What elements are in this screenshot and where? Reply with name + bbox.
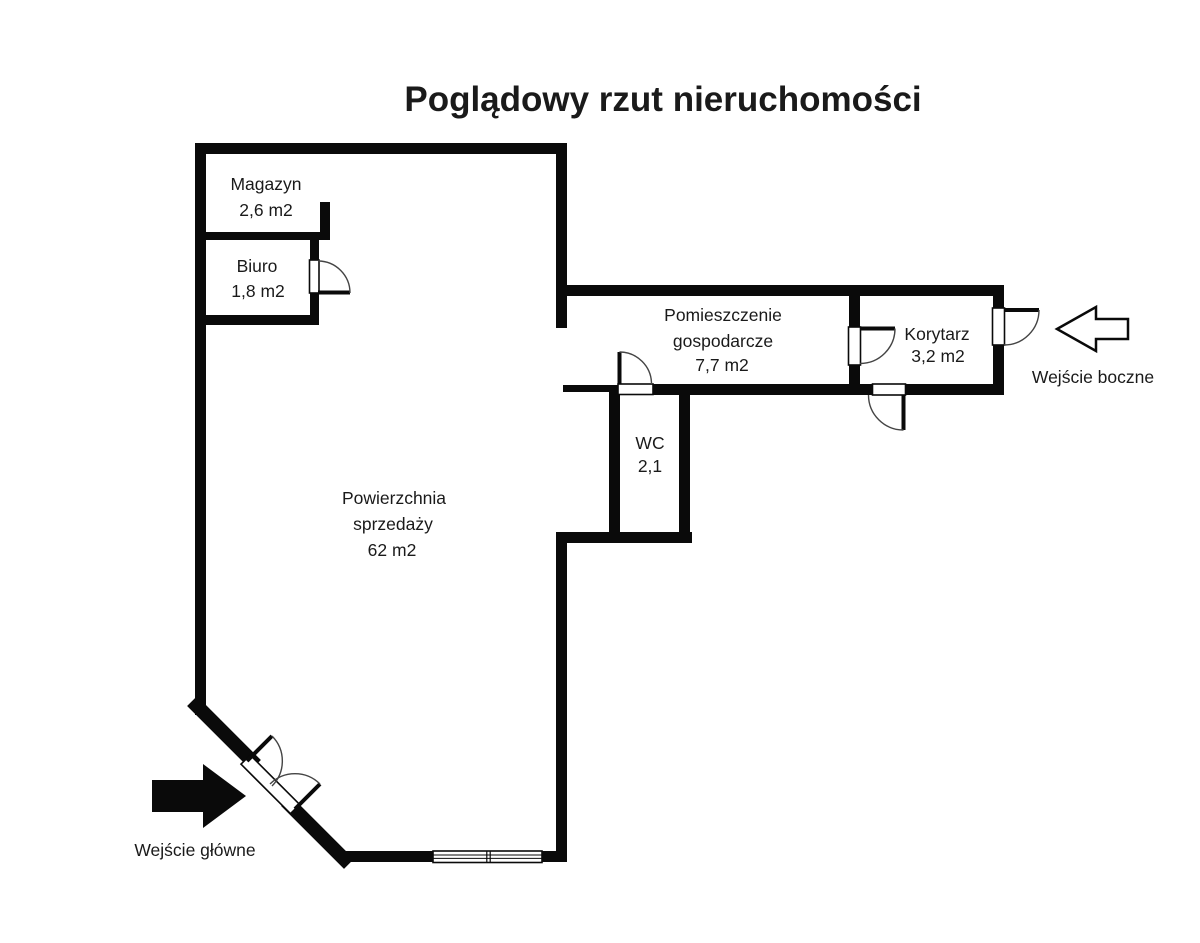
wall-wc-right xyxy=(679,392,690,543)
door-leaves xyxy=(245,290,1039,811)
window-outer-frame xyxy=(432,850,543,864)
sprzedaz-label-name-line1: Powierzchnia xyxy=(342,488,446,508)
main-entrance-door-arc-lower xyxy=(269,772,321,785)
gospodarcze-label-area: 7,7 m2 xyxy=(695,355,749,375)
sprzedaz-label-area: 62 m2 xyxy=(368,540,417,560)
wc-label-area: 2,1 xyxy=(638,456,662,476)
wall-wing-bottom-thin xyxy=(563,385,618,392)
main-entrance-door-arc-upper xyxy=(271,735,284,787)
wall-diagonal-upper xyxy=(187,696,261,770)
wall-wing-right-top xyxy=(993,285,1004,308)
walls xyxy=(195,143,1004,862)
wall-bottom-left-segment xyxy=(338,851,433,862)
wall-biuro-right-top xyxy=(310,240,319,261)
wall-wing-bottom-right xyxy=(905,384,1004,395)
biuro-door-arc xyxy=(317,260,351,294)
door-swing-arcs xyxy=(269,260,1040,787)
biuro-label-area: 1,8 m2 xyxy=(231,281,285,301)
biuro-door-frame xyxy=(308,259,320,294)
wall-right-upper xyxy=(556,143,567,328)
biuro-label-name: Biuro xyxy=(237,256,278,276)
wall-diagonal-lower xyxy=(281,796,354,869)
side-entrance-arrow-icon xyxy=(1054,304,1130,354)
korytarz-label-area: 3,2 m2 xyxy=(911,346,965,366)
wall-biuro-bottom xyxy=(195,315,319,325)
labels: Poglądowy rzut nieruchomości Magazyn 2,6… xyxy=(134,80,1154,860)
gospodarcze-label-name-line2: gospodarcze xyxy=(673,331,773,351)
magazyn-label-area: 2,6 m2 xyxy=(239,200,293,220)
korytarz-label-name: Korytarz xyxy=(904,324,969,344)
wall-biuro-right-bottom xyxy=(310,292,319,316)
korytarz-door-arc xyxy=(859,328,896,365)
main-entrance-door-leaf-upper xyxy=(245,734,274,763)
side-entrance-door-arc xyxy=(1003,309,1040,346)
wall-left xyxy=(195,143,206,715)
wall-wc-left xyxy=(609,392,620,532)
wall-top xyxy=(195,143,567,154)
main-entrance-label: Wejście główne xyxy=(134,840,255,860)
wall-right-lower xyxy=(556,532,567,862)
korytarz-south-door-frame xyxy=(871,383,907,396)
main-entrance-door-leaf-lower xyxy=(293,782,322,811)
wall-bottom-right-segment xyxy=(542,851,567,862)
arrow-left-outline-shape xyxy=(1054,304,1130,354)
wall-below-wc xyxy=(556,532,692,543)
wall-wing-top xyxy=(556,285,1004,296)
plan-title: Poglądowy rzut nieruchomości xyxy=(404,80,921,119)
sprzedaz-label-name-line2: sprzedaży xyxy=(353,514,433,534)
wc-label-name: WC xyxy=(635,433,664,453)
wall-magazyn-bottom xyxy=(195,232,330,240)
wall-wing-bottom-mid xyxy=(653,384,873,395)
wall-divider-top xyxy=(849,296,860,327)
walls-diagonal xyxy=(187,696,354,869)
wall-wing-right-bottom xyxy=(993,345,1004,395)
wall-magazyn-stub xyxy=(320,202,330,240)
wc-door-arc xyxy=(619,351,653,385)
korytarz-door-frame xyxy=(847,326,862,366)
window-symbol xyxy=(432,850,543,864)
side-entrance-label: Wejście boczne xyxy=(1032,367,1154,387)
gospodarcze-label-name-line1: Pomieszczenie xyxy=(664,305,782,325)
arrow-right-solid-shape xyxy=(152,764,246,828)
wall-divider-bottom xyxy=(849,364,860,384)
korytarz-south-door-arc xyxy=(867,394,904,431)
side-entrance-door-frame xyxy=(991,307,1006,346)
main-entrance-arrow-icon xyxy=(152,764,246,828)
wc-door-frame xyxy=(617,383,654,396)
magazyn-label-name: Magazyn xyxy=(230,174,301,194)
